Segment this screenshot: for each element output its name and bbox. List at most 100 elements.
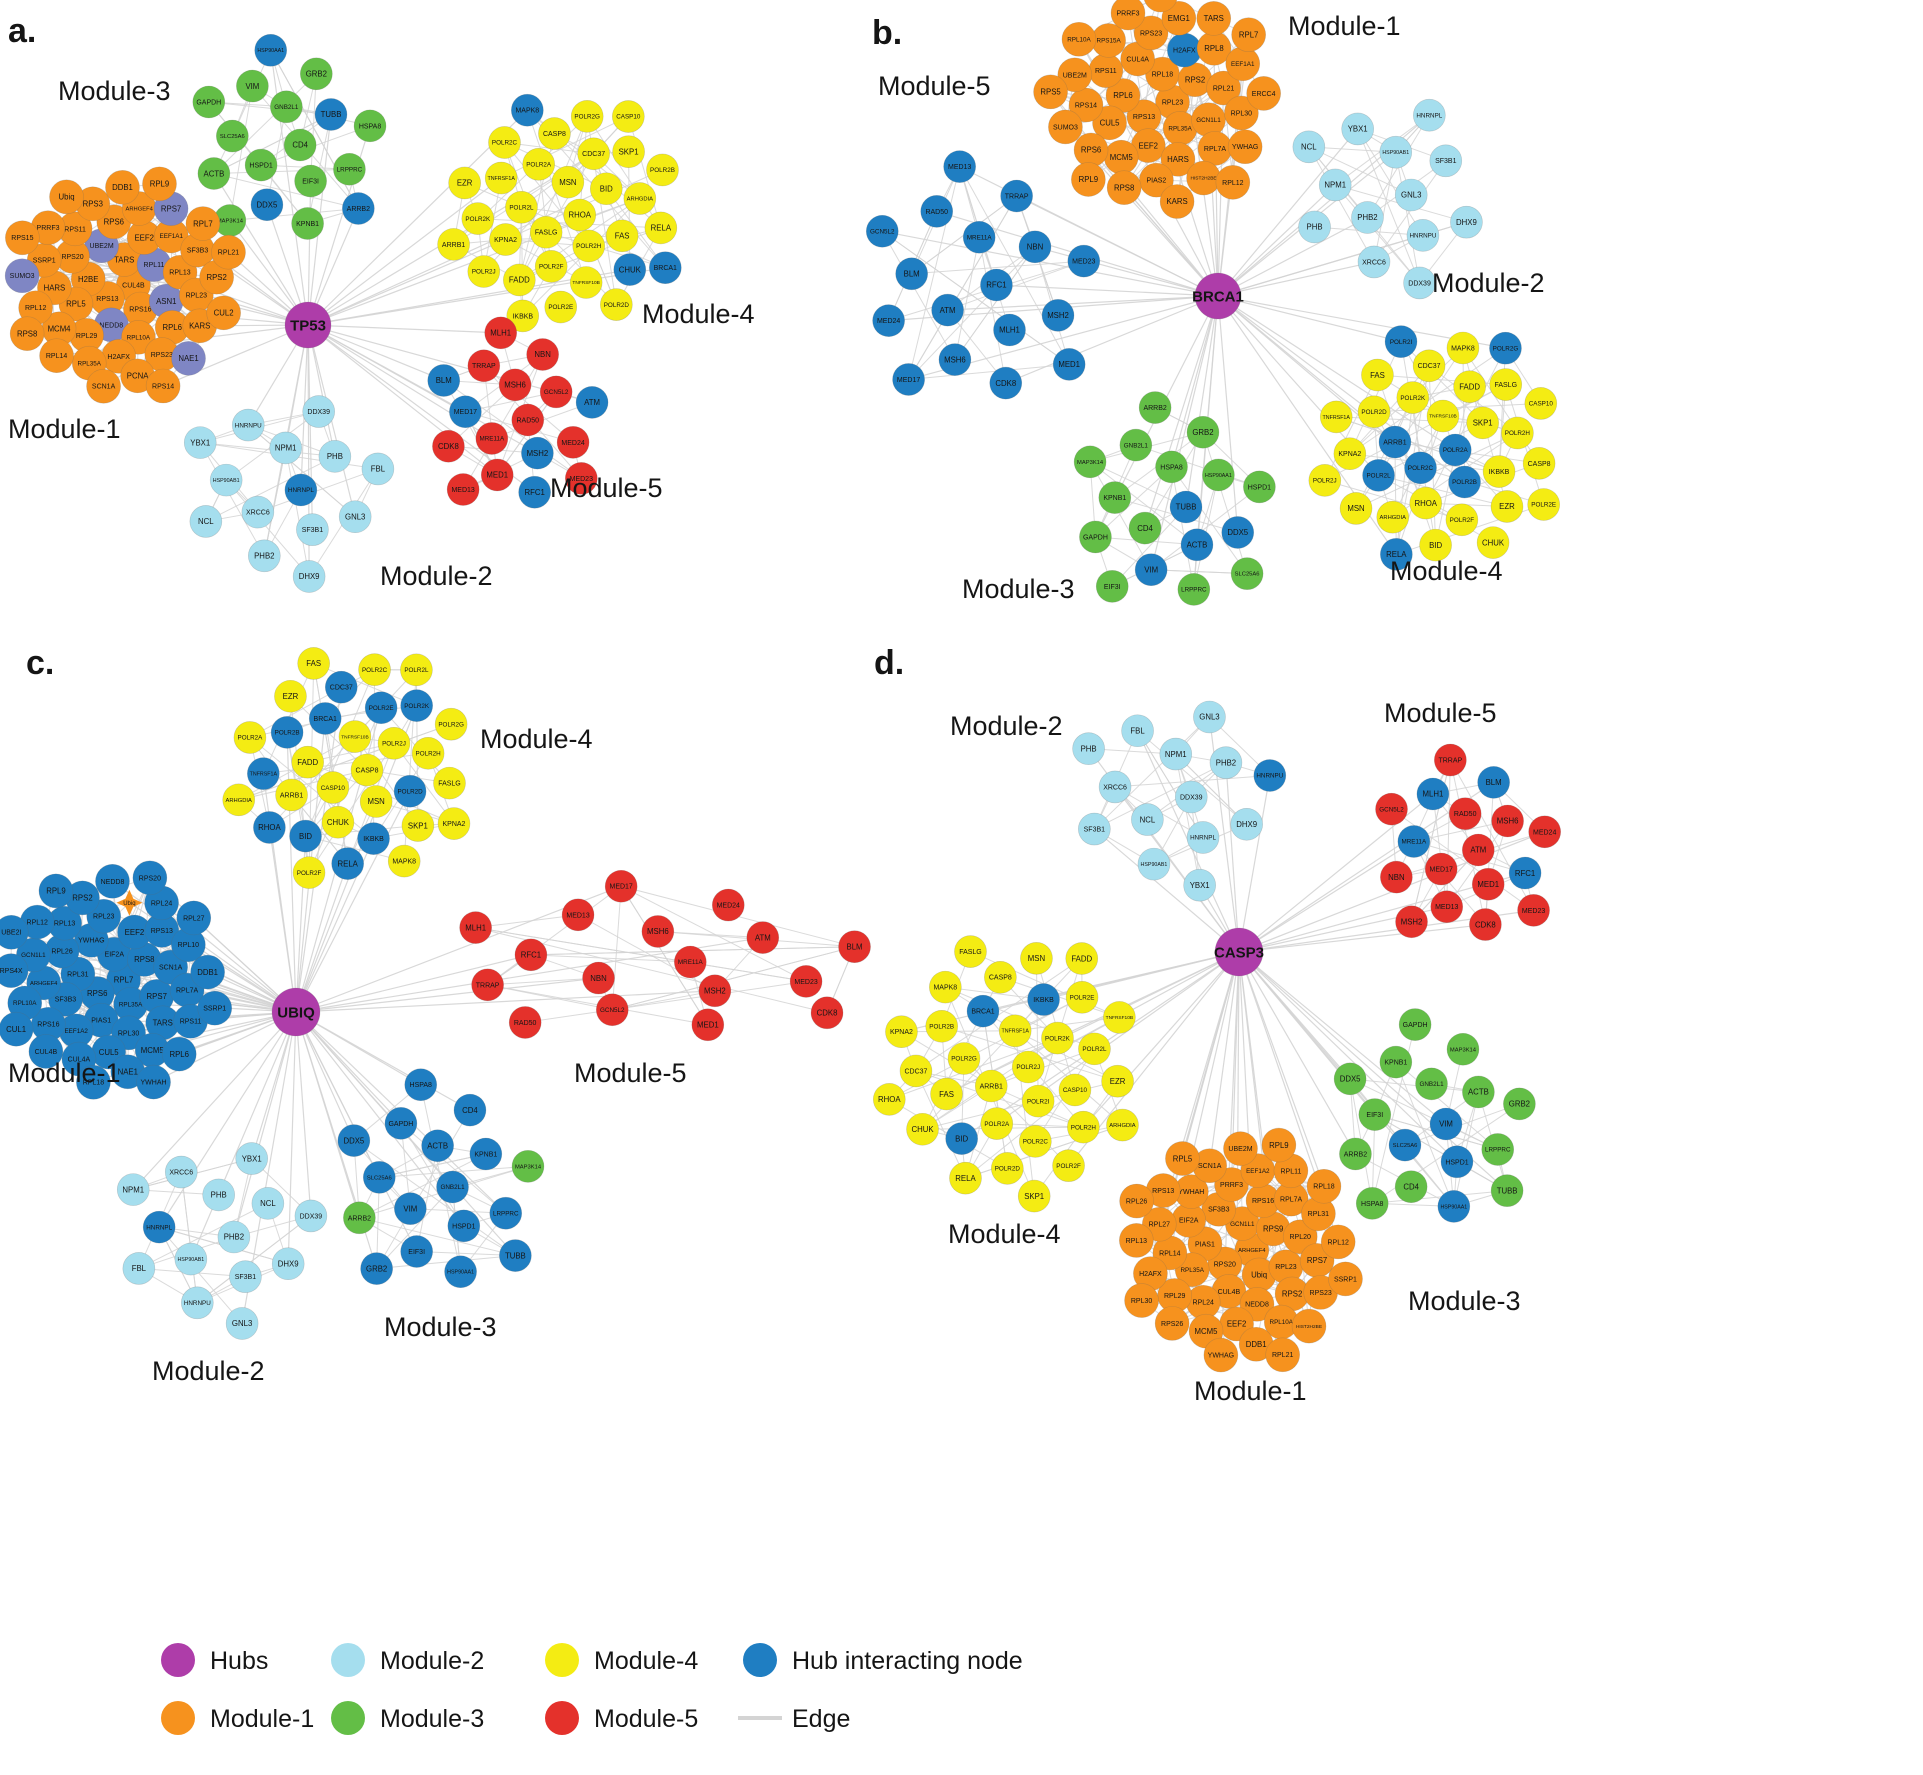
node-circle [1489,331,1522,365]
node-label: GNL3 [232,1319,252,1328]
node-label: RPL7 [114,976,134,985]
hub-circle [271,987,321,1037]
node-circle [947,1042,981,1075]
node-label: RFC1 [524,488,544,497]
node-rps15: RPS15 [5,220,40,256]
node-circle [1092,105,1127,141]
node-scn1a: SCN1A [86,368,121,404]
hub-edge [1217,295,1239,533]
node-label: MED13 [948,164,971,171]
node-polr2e: POLR2E [1527,488,1560,521]
node-ezr: EZR [1101,1064,1134,1098]
node-cdk8: CDK8 [810,996,844,1030]
node-circle [436,1170,469,1204]
node-mlh1: MLH1 [1416,777,1450,811]
node-label: DDX39 [300,1213,323,1220]
node-label: POLR2A [238,735,264,742]
node-grb2: GRB2 [1503,1087,1536,1121]
edge [1171,466,1195,590]
node-label: XRCC6 [169,1169,193,1176]
node-label: RPS6 [87,989,107,998]
edge [199,442,265,557]
node-rpl12: RPL12 [19,904,55,940]
edge [1028,1016,1120,1068]
node-cdk8: CDK8 [432,429,465,463]
node-kpna2: KPNA2 [489,223,522,256]
node-circle [1355,1187,1389,1220]
node-circle [244,148,278,182]
node-tubb: TUBB [1169,490,1203,524]
node-circle [171,341,206,376]
node-circle [1052,1149,1085,1182]
node-tnfrsf10b: TNFRSF10B [1426,399,1460,433]
node-label: MCM5 [141,1046,165,1055]
legend-item-module-2: Module-2 [331,1643,484,1677]
node-kpna2: KPNA2 [1333,437,1367,471]
node-xrcc6: XRCC6 [164,1155,198,1189]
node-circle [1221,516,1255,549]
node-dhx9: DHX9 [1230,807,1263,841]
hub-edge [1185,295,1219,508]
node-circle [895,257,928,291]
node-circle [1061,21,1097,57]
node-label: CHUK [1482,538,1505,547]
node-label: RPL30 [118,1030,140,1037]
node-rpl9: RPL9 [1071,162,1106,197]
node-med23: MED23 [1067,244,1101,278]
node-label: ARRB2 [347,206,370,213]
node-circle [250,188,284,222]
edge [379,1153,486,1178]
node-label: RPS14 [152,383,174,390]
node-circle [360,1252,393,1285]
node-label: MSN [1028,954,1045,963]
node-circle [1413,98,1446,132]
node-cul4a: CUL4A [1120,41,1155,77]
node-fbl: FBL [1121,714,1154,748]
node-trrap: TRRAP [1434,743,1467,777]
node-fadd: FADD [1453,370,1486,404]
edge [487,977,599,986]
node-map3k14: MAP3K14 [1446,1032,1480,1066]
edge [229,85,253,221]
node-circle [248,539,281,573]
node-ubiq: Ubiq [116,889,143,916]
edge [1308,146,1412,196]
node-label: NEDD8 [1245,1302,1269,1309]
node-label: RPL24 [151,900,173,907]
node-label: CASP8 [356,767,379,774]
node-circle [698,974,732,1008]
node-circle [387,844,421,878]
node-polr2g: POLR2G [434,707,468,741]
node-polr2l: POLR2L [505,190,538,224]
node-circle [991,1152,1024,1185]
node-circle [1339,1137,1372,1171]
node-circle [364,691,398,725]
node-circle [289,819,322,853]
edge [229,207,359,222]
node-label: HSP90AB1 [177,1257,204,1263]
node-circle [1209,746,1243,779]
hub-label: BRCA1 [1192,288,1244,305]
node-label: CDK8 [995,379,1016,388]
node-label: EZR [457,179,473,188]
node-chuk: CHUK [321,805,355,839]
node-med1: MED1 [480,458,514,492]
node-label: CUL4A [68,1056,91,1063]
node-circle [930,1077,963,1111]
node-label: MED1 [697,1021,719,1030]
node-rpl9: RPL9 [1261,1127,1297,1163]
node-polr2k: POLR2K [1041,1021,1074,1055]
node-polr2i: POLR2I [1384,325,1418,358]
node-circle [192,85,226,119]
node-label: CASP10 [1529,401,1554,408]
hub-edge [307,324,466,413]
node-circle [1358,1098,1392,1131]
node-circle [449,395,482,429]
hub-edge [295,687,342,1013]
node-circle [1481,1133,1515,1166]
node-label: Ubiq [1251,1271,1267,1280]
edge [487,885,622,986]
node-circle [1121,714,1154,748]
node-ddx39: DDX39 [1403,266,1436,300]
node-circle [1230,807,1263,841]
